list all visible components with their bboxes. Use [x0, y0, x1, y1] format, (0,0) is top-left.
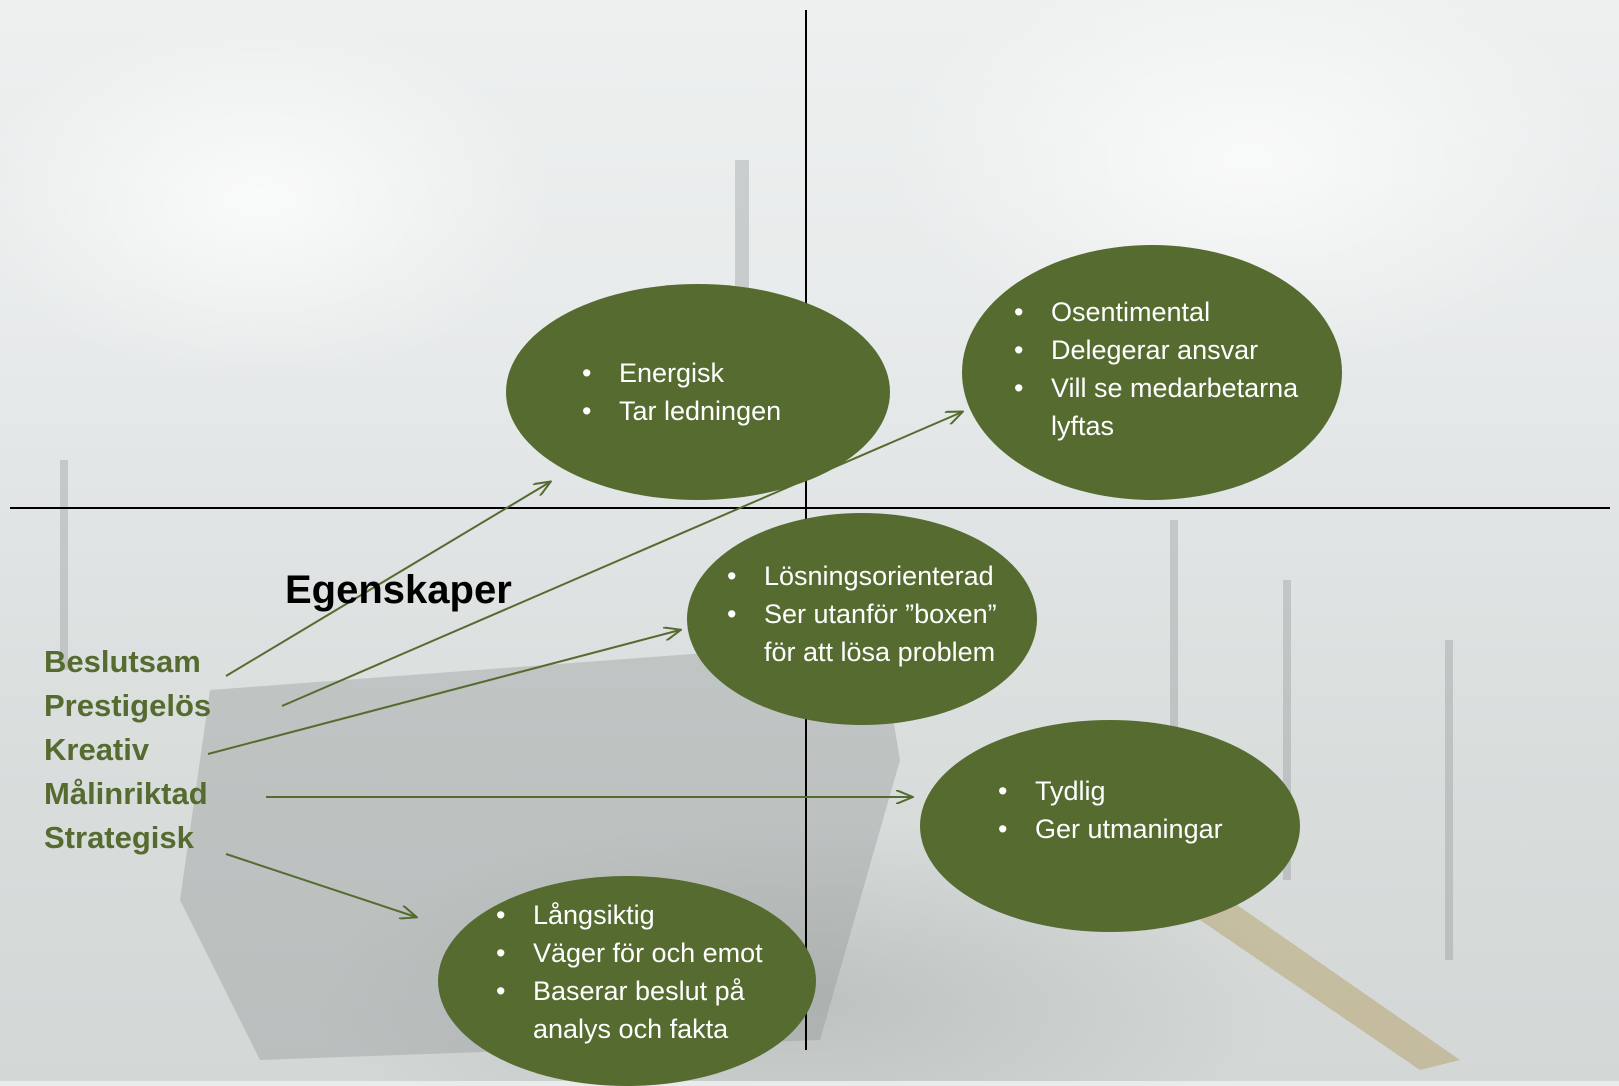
trait-item: Kreativ	[44, 732, 150, 767]
trait-item: Strategisk	[44, 820, 194, 855]
trait-item: Prestigelös	[44, 688, 212, 723]
bubble-osentimental-item: Vill se medarbetarna lyftas	[1014, 369, 1322, 445]
bubble-tydlig-item: Tydlig	[998, 772, 1300, 810]
trait-item: Målinriktad	[44, 776, 208, 811]
bubble-energisk: Energisk Tar ledningen	[506, 284, 890, 500]
bubble-osentimental-item: Osentimental	[1014, 293, 1322, 331]
bubble-tydlig-item: Ger utmaningar	[998, 810, 1300, 848]
trait-item: Beslutsam	[44, 644, 201, 679]
arrow-prestigelos	[281, 412, 962, 707]
arrow-kreativ	[207, 630, 680, 755]
boat-rail	[1200, 900, 1460, 1070]
bubble-losning-item: Lösningsorienterad	[727, 557, 1001, 595]
bubble-osentimental-item: Delegerar ansvar	[1014, 331, 1322, 369]
bubble-tydlig: Tydlig Ger utmaningar	[920, 720, 1300, 932]
heading-egenskaper: Egenskaper	[285, 568, 512, 612]
traits-list: Beslutsam Prestigelös Kreativ Målinrikta…	[44, 640, 211, 860]
bubble-energisk-item: Tar ledningen	[582, 392, 890, 430]
arrow-beslutsam	[225, 482, 550, 677]
bubble-losningsorienterad: Lösningsorienterad Ser utanför ”boxen” f…	[687, 513, 1037, 725]
bubble-osentimental: Osentimental Delegerar ansvar Vill se me…	[962, 245, 1342, 500]
bubble-langsiktig-item: Långsiktig	[496, 896, 806, 934]
bubble-energisk-item: Energisk	[582, 354, 890, 392]
bubble-langsiktig-item: Väger för och emot	[496, 934, 806, 972]
arrow-strategisk	[225, 853, 416, 917]
bubble-langsiktig: Långsiktig Väger för och emot Baserar be…	[438, 876, 816, 1086]
bubble-losning-item: Ser utanför ”boxen” för att lösa problem	[727, 595, 1001, 671]
bubble-langsiktig-item: Baserar beslut på analys och fakta	[496, 972, 806, 1048]
